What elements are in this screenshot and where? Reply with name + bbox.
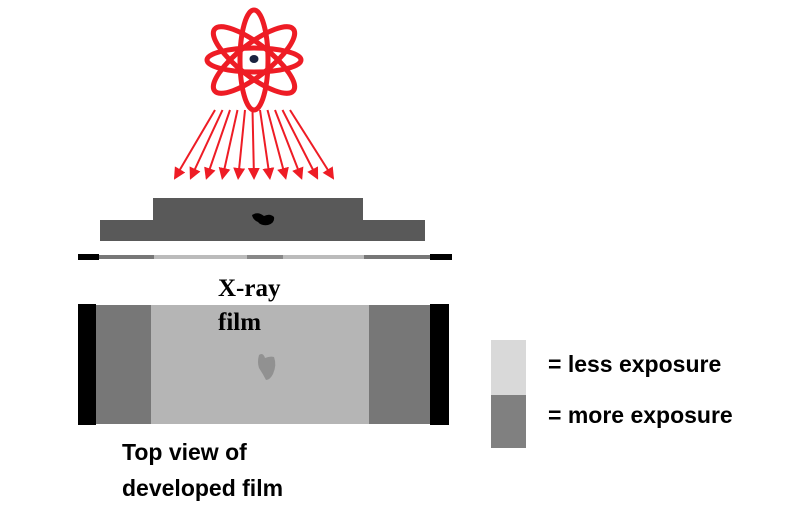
xray-beam-arrow xyxy=(259,109,275,180)
legend-swatch-less xyxy=(491,340,526,395)
film-side-view xyxy=(78,254,452,260)
legend-less-exposure: = less exposure xyxy=(548,351,721,377)
legend-swatch-more xyxy=(491,395,526,448)
xray-beam-arrow xyxy=(218,109,239,180)
xray-beam-arrow xyxy=(173,109,216,180)
xray-beam-arrow xyxy=(281,109,319,180)
xray-beam-arrow xyxy=(204,109,231,180)
xray-beam-arrow xyxy=(266,109,289,180)
xray-beam-arrow xyxy=(233,109,246,180)
dense-inclusion xyxy=(252,213,275,226)
xray-beams xyxy=(173,109,335,180)
legend-more-exposure: = more exposure xyxy=(548,402,733,428)
xray-beam-arrow xyxy=(247,109,260,180)
xray-beam-arrow xyxy=(189,109,224,180)
legend: = less exposure = more exposure xyxy=(491,340,733,448)
top-view-label-line2: developed film xyxy=(122,475,283,501)
developed-film-top-view xyxy=(78,304,449,425)
xray-beam-arrow xyxy=(274,109,304,180)
film-label-line2: film xyxy=(218,309,261,336)
inclusion-shadow xyxy=(258,354,276,380)
imaged-object xyxy=(100,198,425,241)
xray-beam-arrow xyxy=(289,109,335,180)
radiation-source-atom-icon xyxy=(204,7,304,113)
top-view-label-line1: Top view of xyxy=(122,439,247,465)
film-label-line1: X-ray xyxy=(218,275,281,302)
